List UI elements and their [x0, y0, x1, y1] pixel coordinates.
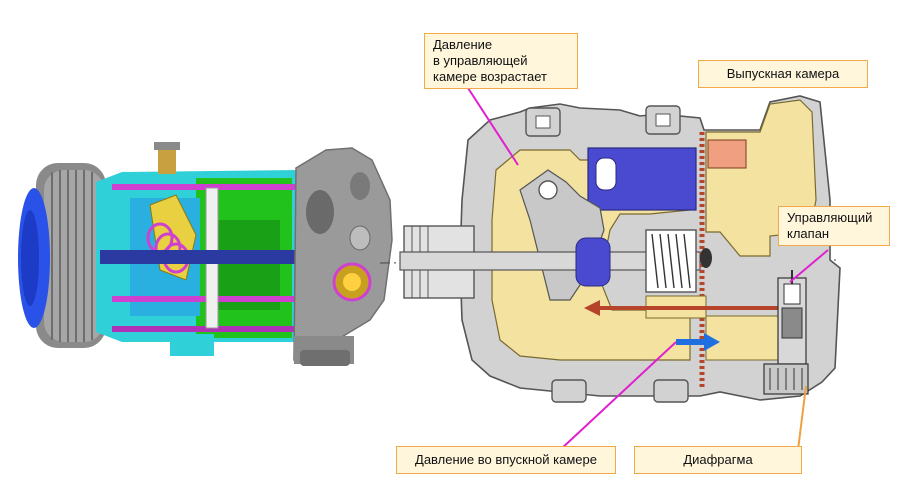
callout-control-valve: Управляющий клапан [778, 206, 890, 246]
leader-suction-pressure [559, 341, 677, 451]
callout-control-pressure-line-2: в управляющей [433, 53, 528, 68]
compressor-body [96, 142, 302, 342]
leader-diaphragm [797, 385, 807, 451]
compressor-cross-section [399, 95, 841, 403]
control-valve [763, 270, 809, 395]
bearing-blue [575, 237, 611, 287]
callout-control-pressure-line-1: Давление [433, 37, 493, 52]
callout-control-valve-line-2: клапан [787, 226, 830, 241]
callout-control-valve-line-1: Управляющий [787, 210, 873, 225]
rear-housing [170, 147, 393, 366]
discharge-port [707, 139, 747, 169]
callout-discharge-chamber: Выпускная камера [698, 60, 868, 88]
callout-suction-pressure: Давление во впускной камере [396, 446, 616, 474]
callout-diaphragm-text: Диафрагма [683, 452, 753, 467]
compressor-3d-cutaway [18, 142, 393, 366]
callout-discharge-chamber-text: Выпускная камера [726, 66, 840, 81]
leader-control-pressure [467, 87, 519, 166]
piston-spring [645, 229, 697, 293]
callout-suction-pressure-text: Давление во впускной камере [415, 452, 597, 467]
callout-control-pressure: Давление в управляющей камере возрастает [424, 33, 578, 89]
callout-diaphragm: Диафрагма [634, 446, 802, 474]
leader-control-valve [789, 249, 829, 283]
pulley [18, 163, 106, 348]
callout-control-pressure-line-3: камере возрастает [433, 69, 547, 84]
suction-chamber [705, 315, 783, 361]
